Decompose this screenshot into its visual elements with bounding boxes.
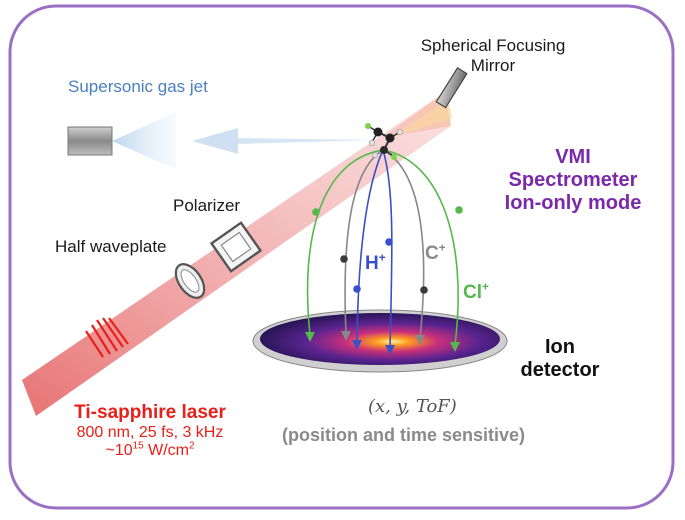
detector-label-line1: Ion bbox=[545, 336, 575, 358]
detector-label: Ion detector bbox=[505, 336, 615, 382]
gas-jet-arrow bbox=[192, 128, 238, 154]
gas-jet-stream bbox=[238, 138, 372, 144]
trajectory-h-right bbox=[382, 149, 393, 349]
vmi-label-line1: VMI bbox=[555, 146, 591, 168]
spherical-mirror bbox=[435, 67, 468, 109]
laser-title: Ti-sapphire laser bbox=[74, 402, 226, 423]
laser-label: Ti-sapphire laser 800 nm, 25 fs, 3 kHz ~… bbox=[20, 402, 280, 461]
mirror-label: Spherical Focusing Mirror bbox=[393, 36, 593, 75]
sensitivity-label: (position and time sensitive) bbox=[282, 425, 526, 445]
ion-markers bbox=[312, 206, 463, 294]
polarizer-element bbox=[209, 221, 263, 273]
waveplate-inner bbox=[180, 269, 200, 293]
waveplate-label: Half waveplate bbox=[55, 237, 167, 256]
vmi-label: VMI Spectrometer Ion-only mode bbox=[478, 146, 668, 215]
detector-label-line2: detector bbox=[520, 359, 600, 381]
gas-jet-plume bbox=[112, 112, 176, 170]
trajectory-c-left bbox=[344, 149, 384, 335]
vmi-label-line3: Ion-only mode bbox=[504, 192, 642, 214]
vmi-label-line2: Spectrometer bbox=[508, 169, 638, 191]
gas-jet-label: Supersonic gas jet bbox=[68, 77, 208, 96]
trajectory-cl-right bbox=[382, 149, 459, 346]
detector-surface bbox=[260, 313, 500, 365]
coordinates-label: (x, y, ToF) bbox=[368, 396, 457, 417]
ion-trajectory-arrows bbox=[305, 331, 460, 355]
laser-intensity: ~1015 W/cm2 bbox=[105, 440, 195, 460]
gas-nozzle bbox=[67, 126, 113, 156]
molecule-icon bbox=[365, 123, 404, 160]
ion-label-c: C+ bbox=[425, 241, 446, 264]
polarizer-label: Polarizer bbox=[173, 196, 241, 215]
mirror-label-line1: Spherical Focusing bbox=[420, 36, 566, 55]
laser-params: 800 nm, 25 fs, 3 kHz bbox=[76, 423, 224, 441]
reflected-beam bbox=[382, 92, 451, 138]
laser-pulse bbox=[85, 317, 129, 358]
trajectory-h-left bbox=[356, 149, 384, 344]
ion-label-cl: Cl+ bbox=[463, 280, 489, 303]
ion-label-h: H+ bbox=[365, 251, 386, 274]
mirror-label-line2: Mirror bbox=[470, 55, 516, 75]
